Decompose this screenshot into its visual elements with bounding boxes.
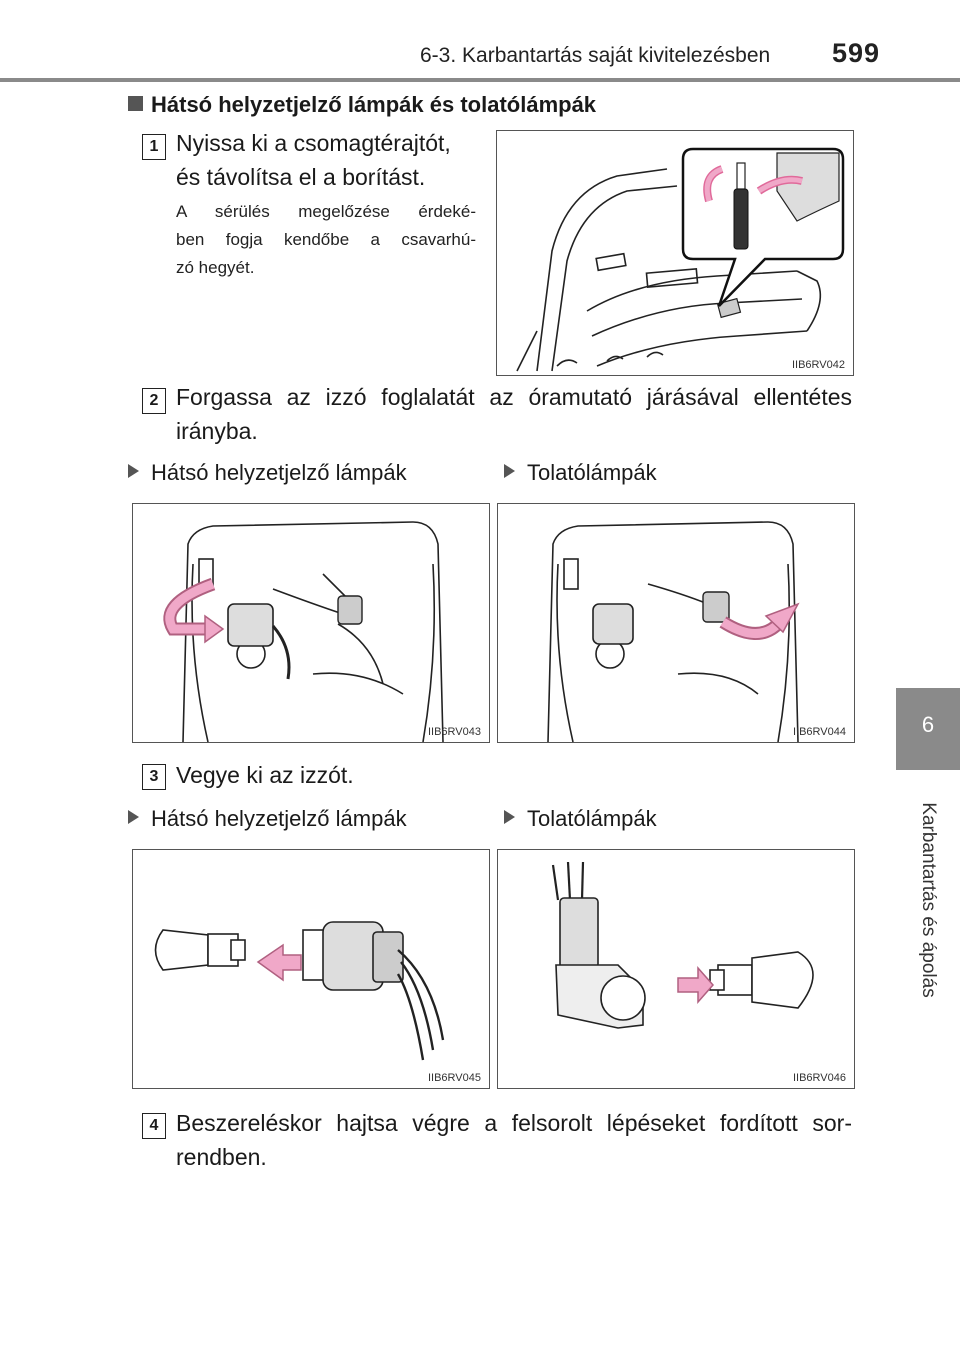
figure-rear-position-bulb: IIB6RV045 bbox=[132, 849, 490, 1089]
step-badge-2: 2 bbox=[142, 388, 166, 414]
section-title-text: Hátsó helyzetjelző lámpák és tolatólámpá… bbox=[151, 92, 597, 117]
step-1-note-1: A sérülés megelőzése érdeké- bbox=[176, 202, 476, 221]
step-2-line-1: Forgassa az izzó foglalatát az óramutató… bbox=[176, 384, 852, 410]
figure-reverse-socket: IIB6RV044 bbox=[497, 503, 855, 743]
sublabel-rear-position-2: Hátsó helyzetjelző lámpák bbox=[128, 806, 407, 832]
section-title: Hátsó helyzetjelző lámpák és tolatólámpá… bbox=[128, 92, 596, 118]
step-badge-3: 3 bbox=[142, 764, 166, 790]
step-badge-1: 1 bbox=[142, 134, 166, 160]
step-1-line-1: Nyissa ki a csomagtérajtót, bbox=[176, 130, 451, 156]
chapter-number: 6 bbox=[921, 712, 935, 737]
sublabel-text: Hátsó helyzetjelző lámpák bbox=[151, 806, 407, 831]
step-badge-4: 4 bbox=[142, 1113, 166, 1139]
header-title: 6-3. Karbantartás saját kivitelezésben bbox=[420, 44, 771, 67]
figure-code-5: IIB6RV046 bbox=[792, 1072, 846, 1084]
triangle-bullet-icon bbox=[504, 810, 515, 824]
socket-illustration-2 bbox=[547, 521, 800, 742]
step-1-line-2: és távolítsa el a borítást. bbox=[176, 164, 426, 190]
square-bullet-icon bbox=[128, 96, 143, 111]
chapter-label: Karbantartás és ápolás bbox=[918, 802, 939, 998]
step-4-line-1: Beszereléskor hajtsa végre a felsorolt l… bbox=[176, 1110, 852, 1136]
chapter-tab bbox=[896, 688, 960, 770]
sublabel-rear-position-1: Hátsó helyzetjelző lámpák bbox=[128, 460, 407, 486]
step-4-line-2: rendben. bbox=[176, 1144, 267, 1170]
sublabel-reverse-2: Tolatólámpák bbox=[504, 806, 657, 832]
triangle-bullet-icon bbox=[128, 464, 139, 478]
figure-code-4: IIB6RV045 bbox=[427, 1072, 481, 1084]
trunk-illustration bbox=[516, 147, 845, 372]
figure-code-3: IIB6RV044 bbox=[792, 726, 846, 738]
page-number: 599 bbox=[832, 38, 881, 68]
step-3-text: Vegye ki az izzót. bbox=[176, 762, 354, 788]
bulb-illustration-2 bbox=[551, 861, 814, 1029]
triangle-bullet-icon bbox=[504, 464, 515, 478]
step-2-line-2: irányba. bbox=[176, 418, 258, 444]
figure-code-2: IIB6RV043 bbox=[427, 726, 481, 738]
header-rule bbox=[0, 78, 960, 82]
chapter-label-container: Karbantartás és ápolás bbox=[896, 790, 960, 1010]
sublabel-text: Tolatólámpák bbox=[527, 806, 657, 831]
sublabel-text: Tolatólámpák bbox=[527, 460, 657, 485]
step-1-note-2: ben fogja kendőbe a csavarhú- bbox=[176, 230, 476, 249]
sublabel-text: Hátsó helyzetjelző lámpák bbox=[151, 460, 407, 485]
sublabel-reverse-1: Tolatólámpák bbox=[504, 460, 657, 486]
bulb-illustration-1 bbox=[154, 921, 445, 1061]
figure-rear-position-socket: IIB6RV043 bbox=[132, 503, 490, 743]
step-1-note-3: zó hegyét. bbox=[176, 258, 255, 277]
figure-reverse-bulb: IIB6RV046 bbox=[497, 849, 855, 1089]
figure-trunk-cover: IIB6RV042 bbox=[496, 130, 854, 376]
triangle-bullet-icon bbox=[128, 810, 139, 824]
socket-illustration-1 bbox=[163, 521, 444, 742]
figure-code-1: IIB6RV042 bbox=[791, 359, 845, 371]
